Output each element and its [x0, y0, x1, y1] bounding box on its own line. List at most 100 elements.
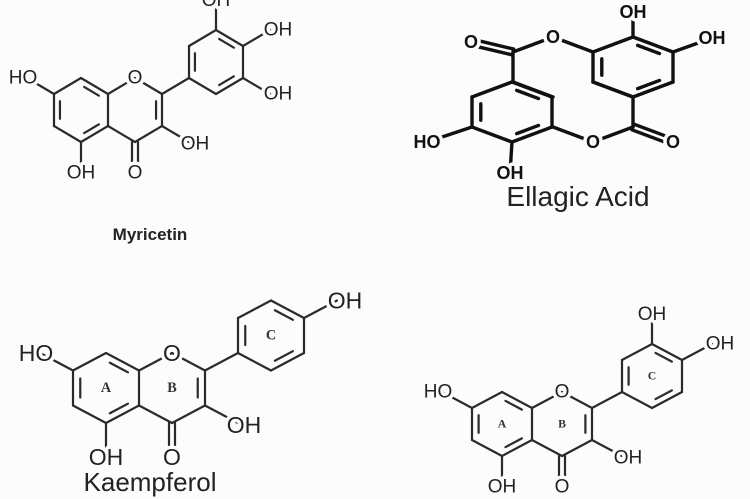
carbonyl-oxygen-label: O [555, 477, 570, 498]
ring-bond [104, 351, 141, 372]
ring-bond [79, 76, 110, 96]
hydroxyl-3-label: OH [227, 412, 262, 438]
hydroxyl-label: HO [414, 132, 441, 152]
ring-bond [52, 76, 83, 96]
hydroxyl-3-label: OH [614, 448, 643, 469]
double-bond-line [654, 389, 673, 401]
ring-bond [500, 438, 534, 458]
hydroxyl-br-label: OH [264, 84, 293, 105]
bond [203, 404, 240, 425]
double-bond-line [514, 88, 541, 101]
hydroxyl-label: OH [497, 163, 524, 183]
ring-bond [530, 390, 564, 410]
ring-bond [631, 80, 675, 99]
carbonyl-oxygen-label: O [163, 444, 181, 470]
ring-bond [470, 125, 514, 144]
carbonyl-bond [632, 122, 676, 141]
ring-a-label: A [498, 418, 507, 431]
ring-b-label: B [167, 380, 177, 396]
aryl-bond [203, 351, 240, 372]
ring-oxygen-label: O [163, 340, 181, 366]
double-bond-line [83, 85, 101, 97]
bond [160, 124, 191, 144]
ring-bond [511, 80, 555, 99]
double-bond-line [273, 309, 294, 321]
ring-bond [104, 404, 141, 425]
carbonyl-bond [468, 43, 515, 57]
double-bond-line [504, 437, 523, 449]
ring-bond [269, 351, 306, 372]
ring-bond [170, 351, 207, 372]
ring-bond [650, 390, 684, 410]
hydroxyl-5-label: OH [488, 477, 517, 498]
ring-bond [620, 390, 654, 410]
double-bond-line [108, 361, 129, 374]
ring-oxygen-label: O [555, 382, 570, 403]
double-bond-line [218, 75, 236, 87]
ring-bond [170, 404, 207, 425]
double-bond-line [504, 399, 523, 411]
ring-bond [214, 28, 245, 48]
bond [241, 76, 272, 96]
bond [508, 140, 514, 175]
bond [671, 36, 714, 54]
double-bond-line [654, 351, 673, 363]
hydroxyl-7-label: HO [9, 68, 38, 89]
bond [590, 438, 624, 458]
bond [425, 125, 474, 144]
hydroxyl-7-label: HO [19, 340, 54, 366]
ellagic-acid-name: Ellagic Acid [506, 181, 649, 212]
ring-bond [133, 124, 164, 144]
lactone-oxygen-label: O [586, 132, 600, 152]
ring-bond [620, 342, 654, 362]
hydroxyl-5-label: OH [67, 163, 96, 184]
bond [680, 342, 714, 362]
ring-bond [187, 28, 218, 48]
ring-bond [106, 124, 137, 144]
ring-bond [560, 438, 594, 458]
hydroxyl-top-label: OH [202, 0, 231, 11]
ring-bond [52, 124, 83, 144]
bond [25, 76, 56, 96]
ring-bond [236, 299, 273, 320]
ring-bond [133, 76, 164, 96]
ring-b-label: B [558, 418, 566, 431]
ring-bond [591, 35, 635, 54]
ring-bond [500, 390, 534, 410]
ring-bond [71, 351, 108, 372]
ring-bond [137, 404, 174, 425]
hydroxyl-5-label: OH [89, 444, 124, 470]
double-bond-line [83, 123, 101, 135]
aryl-bond [590, 390, 624, 410]
ring-bond [71, 404, 108, 425]
ring-bond [236, 351, 273, 372]
ring-bond [510, 125, 554, 144]
ring-bond [650, 342, 684, 362]
kaempferol-name: Kaempferol [84, 467, 217, 497]
ring-bond [269, 299, 306, 320]
ring-bond [591, 125, 635, 144]
hydroxyl-label: OH [620, 2, 647, 22]
ring-bond [137, 351, 174, 372]
ring-bond [511, 35, 555, 54]
ring-oxygen-label: O [128, 68, 143, 89]
hydroxyl-tr-label: OH [264, 20, 293, 41]
double-bond-line [635, 43, 662, 56]
carbonyl-oxygen-label: O [464, 32, 478, 52]
bond [302, 299, 339, 320]
ring-bond [79, 124, 110, 144]
hydroxyl-label: OH [699, 28, 726, 48]
ring-bond [631, 35, 675, 54]
ring-bond [214, 76, 245, 96]
double-bond-line [273, 350, 294, 362]
hydroxyl-3-label: OH [181, 134, 210, 155]
hydroxyl-7-label: HO [424, 382, 453, 403]
carbonyl-bond [469, 37, 516, 51]
carbonyl-bond [630, 128, 674, 147]
bond [241, 28, 272, 48]
ring-bond [470, 80, 514, 99]
hydroxyl-tr-label: OH [706, 334, 735, 355]
